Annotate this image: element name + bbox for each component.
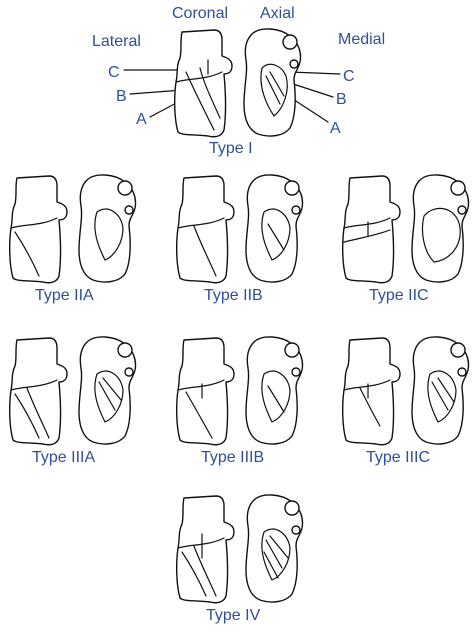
lateral-label: Lateral: [92, 33, 141, 50]
type-iia-coronal-fracture-line: [10, 217, 58, 229]
type-iiib-coronal-fracture-line: [185, 391, 213, 439]
type-iv-coronal-fracture-line: [177, 537, 225, 549]
medial-label: Medial: [338, 31, 385, 48]
type-iiia-coronal-bone: [8, 337, 68, 446]
type-iib-axial-fracture-line: [267, 223, 285, 251]
type-iiib-axial-fracture-line: [267, 385, 285, 413]
type-iiia-coronal-fracture-line: [10, 379, 58, 391]
type-iv-axial-fracture-line: [269, 535, 289, 559]
type-iib-talar-head: [284, 180, 300, 196]
type-iic-coronal-fracture-line: [343, 217, 391, 229]
type-i-label-c-left: C: [108, 64, 120, 81]
type-iv-drawing: [175, 494, 304, 604]
type-iv-axial-fracture-line: [261, 528, 291, 581]
type-iib-title: Type IIB: [204, 287, 263, 304]
type-i-axial-fracture-line: [260, 63, 288, 117]
type-iib-coronal-fracture-line: [193, 225, 217, 277]
type-iiic-coronal-fracture-line: [343, 379, 391, 391]
type-iiic-axial-fracture-line: [427, 370, 457, 423]
type-iiic-coronal-bone: [341, 337, 401, 446]
type-iv-coronal-fracture-line: [193, 545, 217, 597]
type-iia-title: Type IIA: [35, 287, 94, 304]
type-iiic-axial-fracture-line: [437, 377, 455, 403]
type-iiia-talar-head: [117, 342, 133, 358]
type-i-coronal-bone: [173, 29, 233, 138]
type-iiib-title: Type IIIB: [201, 449, 264, 466]
type-iiia-sustentaculum: [124, 367, 134, 377]
type-iiib-axial-fracture-line: [261, 370, 291, 423]
type-i-label-c-right: C: [343, 68, 355, 85]
type-iiib-drawing: [175, 336, 304, 446]
type-iia-axial-fracture-line: [94, 208, 124, 261]
type-iiib-coronal-fracture-line: [177, 379, 225, 391]
type-iiic-axial-fracture-line: [431, 381, 449, 411]
type-i-label-a-right: A: [330, 120, 341, 137]
type-iia-talar-head: [117, 180, 133, 196]
type-iia-drawing: [8, 174, 137, 284]
type-iiia-coronal-fracture-line: [14, 393, 40, 439]
type-iiib-sustentaculum: [291, 367, 301, 377]
type-iiic-talar-head: [450, 342, 466, 358]
type-iiia-axial-fracture-line: [98, 381, 116, 411]
type-i-sustentaculum: [289, 59, 299, 69]
type-iiia-axial-fracture-line: [94, 370, 124, 423]
type-iic-axial-fracture-line: [421, 207, 461, 263]
type-iib-coronal-bone: [175, 175, 235, 284]
type-iv-axial-fracture-line: [265, 539, 283, 569]
type-iic-coronal-fracture-line: [343, 229, 391, 243]
type-iv-coronal-bone: [175, 495, 235, 604]
type-i-axial-fracture-line: [265, 75, 281, 105]
type-iv-sustentaculum: [291, 525, 301, 535]
type-i-drawing: [173, 28, 302, 138]
type-iiic-sustentaculum: [457, 367, 467, 377]
type-i-leader-lines: [123, 69, 341, 123]
type-iv-talar-head: [284, 500, 300, 516]
type-iiib-coronal-bone: [175, 337, 235, 446]
type-iiib-talar-head: [284, 342, 300, 358]
type-i-title: Type I: [209, 140, 253, 157]
type-iib-axial-fracture-line: [261, 208, 291, 261]
type-iic-drawing: [341, 174, 470, 284]
type-iiia-title: Type IIIA: [32, 449, 95, 466]
type-i-label-b-left: B: [116, 88, 127, 105]
type-iib-coronal-fracture-line: [177, 217, 225, 229]
type-i-coronal-fracture-line: [175, 71, 223, 83]
type-iib-drawing: [175, 174, 304, 284]
type-iia-coronal-bone: [8, 175, 68, 284]
type-iic-title: Type IIC: [369, 287, 429, 304]
type-iia-sustentaculum: [124, 205, 134, 215]
type-iiic-coronal-fracture-line: [359, 387, 381, 427]
type-iv-title: Type IV: [206, 607, 261, 624]
type-iiic-drawing: [341, 336, 470, 446]
type-iiia-drawing: [8, 336, 137, 446]
panels-group: [8, 28, 470, 604]
type-iic-sustentaculum: [457, 205, 467, 215]
type-i-label-a-left: A: [136, 111, 147, 128]
type-iiic-title: Type IIIC: [366, 449, 430, 466]
type-iic-talar-head: [450, 180, 466, 196]
type-i-coronal-fracture-line: [185, 71, 215, 131]
type-iiia-axial-fracture-line: [102, 377, 122, 401]
type-iv-axial-fracture-line: [263, 551, 279, 579]
coronal-label: Coronal: [172, 5, 228, 22]
type-iv-coronal-fracture-line: [181, 551, 207, 597]
type-iic-coronal-bone: [341, 175, 401, 284]
type-i-coronal-fracture-line: [199, 67, 221, 119]
type-i-talar-head: [282, 34, 298, 50]
type-i-axial-fracture-line: [269, 71, 285, 97]
axial-label: Axial: [260, 5, 295, 22]
type-iia-coronal-fracture-line: [14, 231, 40, 277]
type-iiia-coronal-fracture-line: [26, 387, 50, 439]
type-iib-sustentaculum: [291, 205, 301, 215]
type-i-label-b-right: B: [336, 91, 347, 108]
